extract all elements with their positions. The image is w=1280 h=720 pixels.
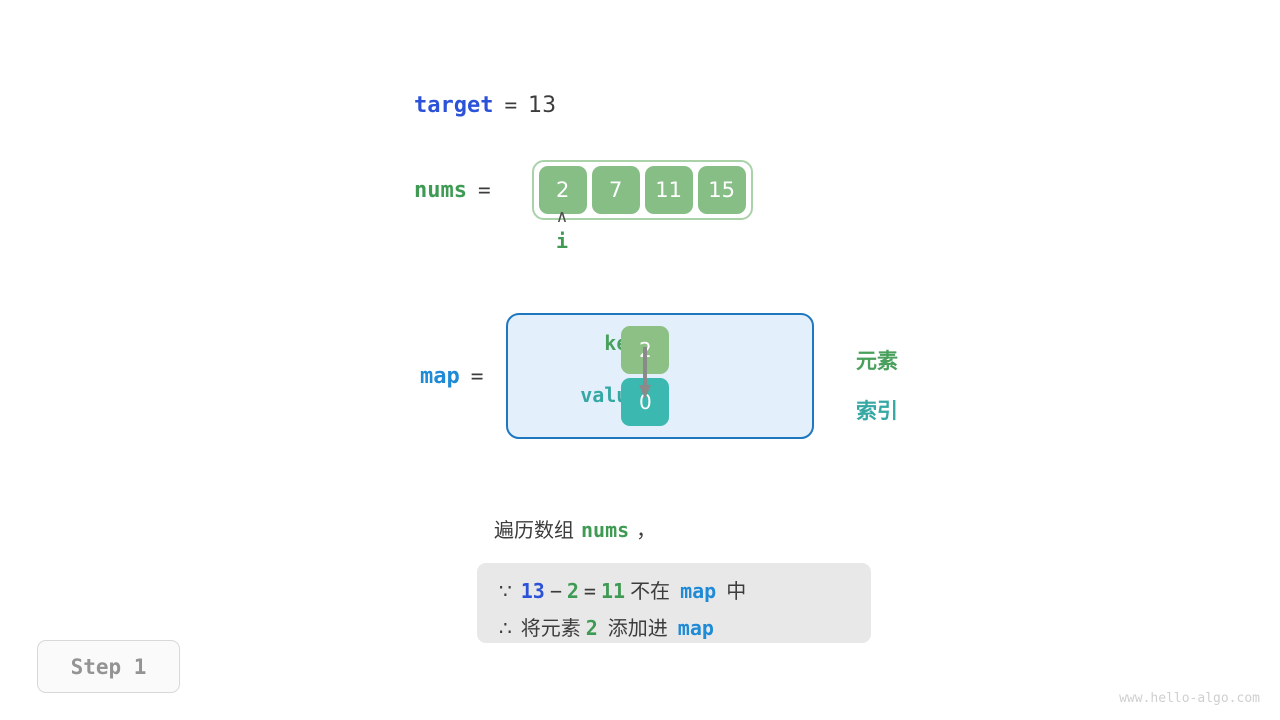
note-map-token-2: map bbox=[677, 616, 714, 640]
caption-traverse-array: 遍历数组 nums， bbox=[494, 514, 656, 543]
note-target-value: 13 bbox=[520, 579, 545, 603]
note-complement-value: 11 bbox=[600, 579, 626, 603]
target-value: 13 bbox=[528, 93, 557, 118]
note-map-token: map bbox=[680, 579, 717, 603]
note-equals-operator: = bbox=[583, 579, 596, 603]
caption-suffix: ， bbox=[636, 518, 657, 542]
caption-prefix: 遍历数组 bbox=[494, 518, 574, 542]
map-container: key value 2 0 bbox=[506, 313, 815, 439]
map-value-cell: 0 bbox=[621, 378, 670, 426]
note-line1-tail: 中 bbox=[726, 579, 747, 603]
legend-index-label: 索引 bbox=[856, 399, 898, 423]
caption-nums-token: nums bbox=[581, 518, 630, 542]
nums-variable-name: nums bbox=[414, 177, 467, 203]
map-equals-sign: = bbox=[470, 364, 484, 388]
note-current-element: 2 bbox=[566, 579, 579, 603]
array-cell: 11 bbox=[644, 166, 693, 214]
target-equals-sign: = bbox=[504, 93, 518, 117]
watermark: www.hello-algo.com bbox=[1119, 691, 1260, 706]
map-legend: 元素 索引 bbox=[856, 336, 898, 436]
target-declaration: target = 13 bbox=[414, 93, 556, 118]
because-symbol: ∵ bbox=[499, 579, 512, 603]
array-container: 2 7 11 15 bbox=[531, 160, 753, 220]
array-cell: 15 bbox=[697, 166, 746, 214]
note-minus-operator: − bbox=[549, 579, 562, 603]
note-added-value: 2 bbox=[585, 616, 598, 640]
array-cell: 7 bbox=[591, 166, 640, 214]
caret-up-icon: ∧ bbox=[555, 207, 569, 227]
legend-element-label: 元素 bbox=[856, 349, 898, 373]
nums-equals-sign: = bbox=[477, 178, 491, 202]
note-not-in-text: 不在 bbox=[630, 579, 671, 603]
step-badge: Step 1 bbox=[37, 640, 180, 693]
map-variable-name: map bbox=[420, 363, 460, 389]
target-variable-name: target bbox=[414, 93, 494, 118]
pointer-label-i: i bbox=[555, 229, 569, 253]
note-add-into-text: 添加进 bbox=[607, 616, 668, 640]
array-cell: 2 bbox=[538, 166, 587, 214]
therefore-symbol: ∴ bbox=[499, 616, 512, 640]
note-add-prefix: 将元素 bbox=[520, 616, 581, 640]
nums-declaration: nums = 2 7 11 15 bbox=[414, 160, 753, 220]
map-key-cell: 2 bbox=[621, 326, 670, 374]
map-declaration: map = key value 2 0 bbox=[420, 313, 815, 439]
index-pointer: ∧ i bbox=[538, 208, 586, 256]
